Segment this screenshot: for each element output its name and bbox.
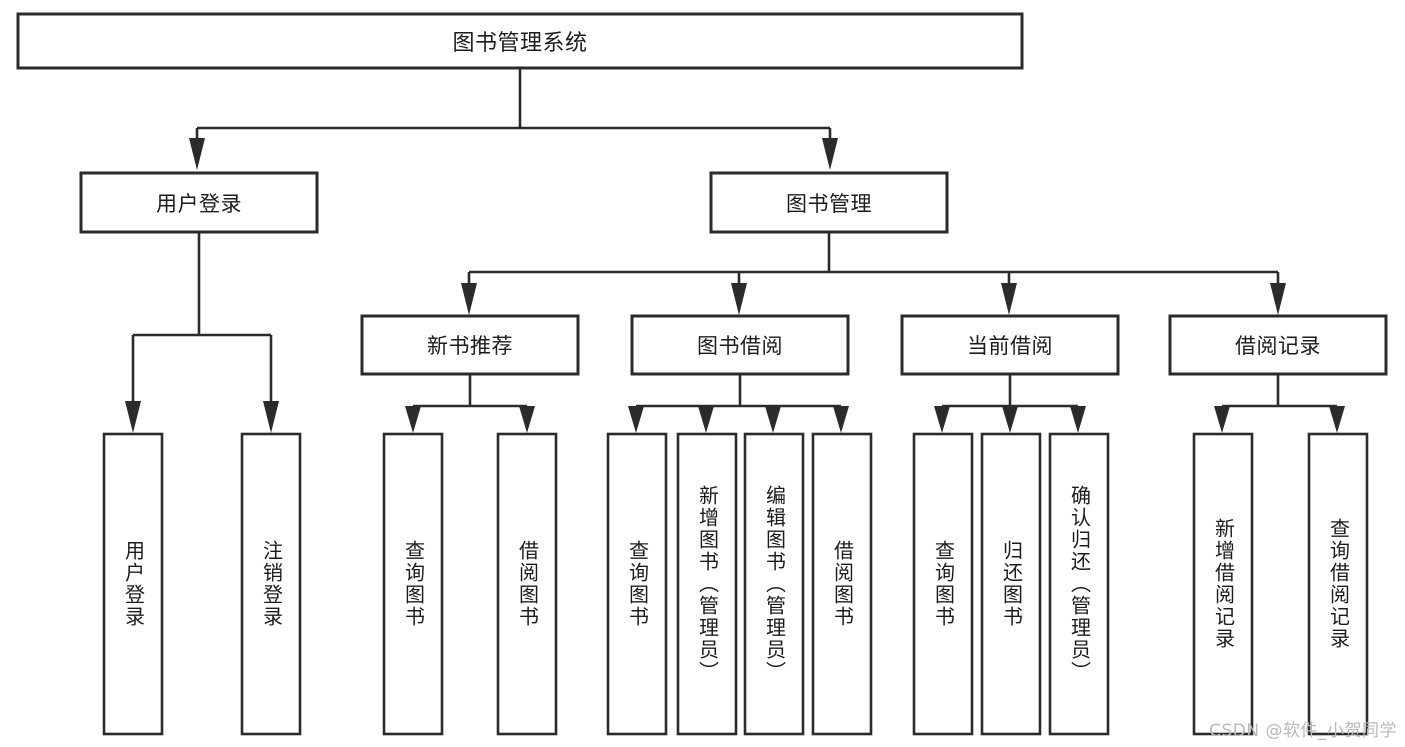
arrowhead-level2-0	[189, 138, 205, 170]
leaf-user-login-0[interactable]	[102, 432, 164, 736]
arrowhead-currentborrow-1	[1002, 406, 1018, 433]
leaf-new-book-1[interactable]	[496, 432, 558, 736]
arrowhead-level3-2	[1001, 283, 1017, 315]
node-borrow-record[interactable]	[1168, 314, 1388, 376]
node-current-borrow[interactable]	[900, 314, 1120, 376]
leaf-user-login-1[interactable]	[240, 432, 302, 736]
arrowhead-currentborrow-2	[1070, 406, 1086, 433]
arrowhead-userlogin-0	[125, 401, 141, 433]
arrowhead-borrowrecord-0	[1214, 406, 1230, 433]
arrowhead-userlogin-1	[263, 401, 279, 433]
arrowhead-borrowrecord-1	[1329, 406, 1345, 433]
arrowhead-level3-1	[731, 283, 747, 315]
arrowhead-newbook-1	[519, 406, 535, 433]
leaf-new-book-0[interactable]	[382, 432, 444, 736]
leaf-book-borrow-0[interactable]	[606, 432, 668, 736]
arrowhead-currentborrow-0	[934, 406, 950, 433]
leaf-borrow-record-0[interactable]	[1192, 432, 1254, 736]
arrowhead-bookborrow-0	[628, 406, 644, 433]
arrowhead-level3-3	[1270, 283, 1286, 315]
leaf-current-borrow-0[interactable]	[912, 432, 974, 736]
arrowhead-level2-1	[822, 138, 838, 170]
leaf-book-borrow-1[interactable]	[676, 432, 738, 736]
node-book-management[interactable]	[709, 171, 949, 234]
node-book-borrow[interactable]	[630, 314, 850, 376]
node-user-login[interactable]	[79, 171, 319, 234]
arrowhead-bookborrow-1	[698, 406, 714, 433]
arrowhead-level3-0	[461, 283, 477, 315]
leaf-borrow-record-1[interactable]	[1307, 432, 1369, 736]
arrowhead-bookborrow-2	[765, 406, 781, 433]
arrowhead-newbook-0	[405, 406, 421, 433]
leaf-current-borrow-2[interactable]	[1048, 432, 1110, 736]
leaf-current-borrow-1[interactable]	[980, 432, 1042, 736]
node-root[interactable]	[16, 12, 1024, 70]
leaf-book-borrow-3[interactable]	[811, 432, 873, 736]
leaf-book-borrow-2[interactable]	[743, 432, 805, 736]
arrowhead-bookborrow-3	[833, 406, 849, 433]
node-new-book-recommend[interactable]	[360, 314, 580, 376]
